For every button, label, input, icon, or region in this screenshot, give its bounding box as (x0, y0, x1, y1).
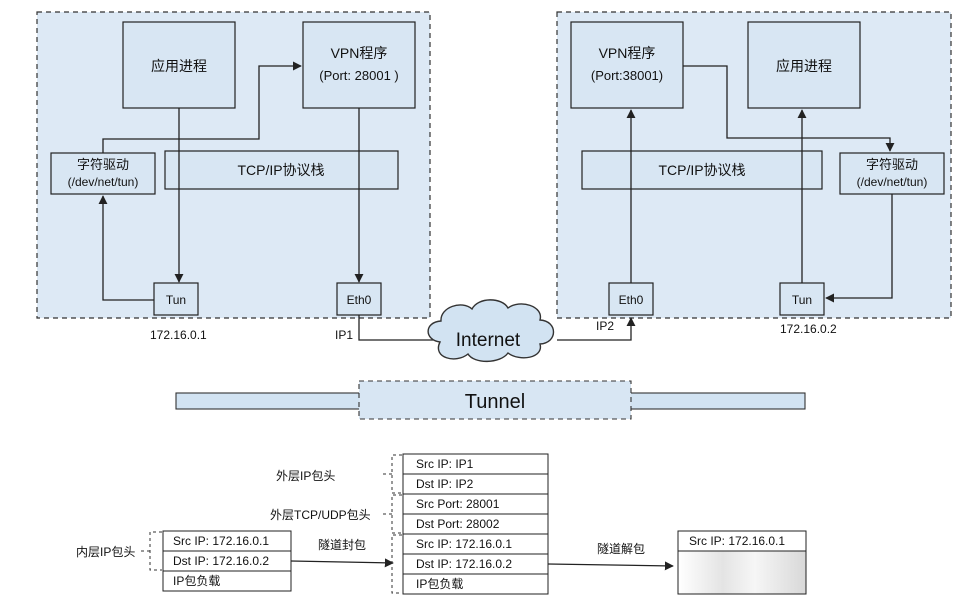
encap-label: 隧道封包 (318, 537, 366, 552)
left-tcpip-stack-label: TCP/IP协议栈 (237, 162, 324, 178)
right-vpn-title: VPN程序 (599, 45, 656, 61)
right-driver-to-tun-arrow (825, 194, 893, 303)
right-char-driver-path: (/dev/net/tun) (857, 175, 928, 189)
inner-packet-row-text: Dst IP: 172.16.0.2 (173, 554, 269, 568)
decap-label: 隧道解包 (597, 541, 645, 556)
left-app-process-box (122, 21, 236, 109)
right-app-process-box (747, 21, 861, 109)
left-eth0-box (336, 282, 382, 316)
right-tcpip-stack-box (581, 150, 823, 190)
result-packet: Src IP: 172.16.0.1 (677, 530, 807, 595)
outer-packet-row-text: Src Port: 28001 (416, 497, 500, 511)
left-eth0-label: Eth0 (347, 293, 372, 307)
inner-packet-row-text: Src IP: 172.16.0.1 (173, 534, 269, 548)
left-tun-box (153, 282, 199, 316)
outer-packet-row-text: IP包负载 (416, 577, 463, 591)
outer-inner-brace (391, 534, 402, 594)
left-vpn-program-box (302, 21, 416, 109)
left-eth-ip: IP1 (335, 328, 353, 342)
inner-header-brace (140, 531, 162, 571)
result-packet-row-text: Src IP: 172.16.0.1 (689, 534, 785, 548)
tunnel-label: Tunnel (465, 391, 525, 413)
tunnel-bar: Tunnel (175, 380, 806, 420)
outer-packet-row-text: Src IP: IP1 (416, 457, 474, 471)
inner-packet-row (162, 570, 292, 592)
decap-arrow (547, 561, 674, 571)
outer-tcp-label: 外层TCP/UDP包头 (270, 508, 371, 522)
outer-tcp-brace (382, 494, 402, 534)
outer-packet-row-text: Src IP: 172.16.0.1 (416, 537, 512, 551)
internet-cloud-icon (427, 299, 555, 363)
inner-header-label: 内层IP包头 (76, 545, 135, 559)
result-packet-obscured-area (677, 550, 807, 595)
inner-packet: Src IP: 172.16.0.1 Dst IP: 172.16.0.2 IP… (76, 530, 292, 592)
outer-packet-row-text: Dst IP: 172.16.0.2 (416, 557, 512, 571)
internet-label: Internet (456, 330, 521, 351)
right-app-process-label: 应用进程 (776, 58, 832, 74)
right-eth-ip: IP2 (596, 319, 614, 333)
left-vpn-title: VPN程序 (331, 45, 388, 61)
right-vpn-port: (Port:38001) (591, 68, 663, 83)
left-char-driver-path: (/dev/net/tun) (68, 175, 139, 189)
left-app-process-label: 应用进程 (151, 58, 207, 74)
right-char-driver-box (839, 152, 945, 195)
left-tun-ip: 172.16.0.1 (150, 328, 207, 342)
left-driver-to-vpn-arrow (102, 61, 302, 153)
tunnel-segment (358, 380, 632, 420)
right-tun-box (779, 282, 825, 316)
left-host: 应用进程 VPN程序 (Port: 28001 ) 字符驱动 (/dev/net… (36, 11, 431, 319)
right-tun-ip: 172.16.0.2 (780, 322, 837, 336)
outer-packet-row (402, 573, 549, 595)
internet-to-right-eth0-arrow (557, 317, 636, 341)
left-char-driver-label: 字符驱动 (77, 157, 129, 172)
left-vpn-port: (Port: 28001 ) (319, 68, 399, 83)
encap-arrow (290, 558, 394, 568)
right-tcpip-stack-label: TCP/IP协议栈 (658, 162, 745, 178)
left-eth0-to-internet-wire (358, 315, 434, 341)
outer-packet: Src IP: IP1 Dst IP: IP2 Src Port: 28001 … (270, 453, 549, 595)
right-eth0-label: Eth0 (619, 293, 644, 307)
left-tun-label: Tun (166, 293, 186, 307)
right-vpn-program-box (570, 21, 684, 109)
inner-packet-row-text: IP包负载 (173, 574, 220, 588)
right-host: VPN程序 (Port:38001) 应用进程 TCP/IP协议栈 字符驱动 (… (556, 11, 952, 319)
right-vpn-to-driver-arrow (683, 65, 895, 152)
outer-ip-brace (382, 454, 402, 494)
right-char-driver-label: 字符驱动 (866, 157, 918, 172)
outer-packet-row-text: Dst IP: IP2 (416, 477, 474, 491)
left-char-driver-box (50, 152, 156, 195)
left-tun-to-driver-arrow (98, 195, 154, 301)
outer-packet-row-text: Dst Port: 28002 (416, 517, 500, 531)
right-tun-label: Tun (792, 293, 812, 307)
outer-ip-label: 外层IP包头 (276, 469, 335, 483)
